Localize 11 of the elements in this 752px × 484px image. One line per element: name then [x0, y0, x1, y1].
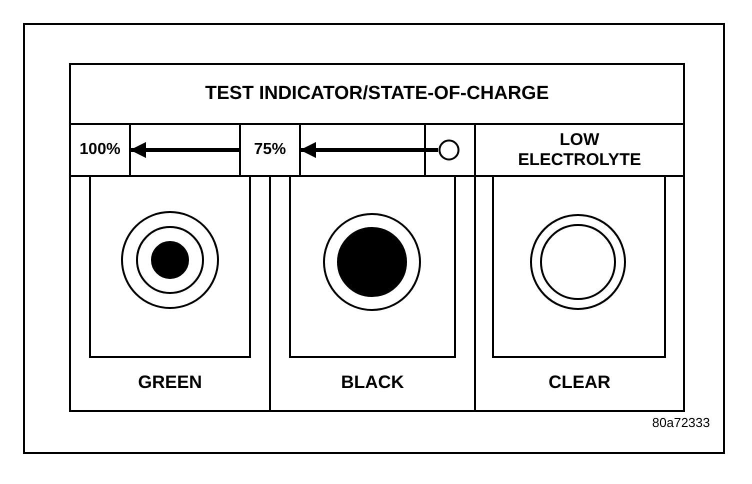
indicator-color-label: CLEAR [548, 372, 612, 393]
figure-number: 80a72333 [652, 415, 710, 430]
indicator-color-label: GREEN [136, 372, 203, 393]
arrow [300, 142, 438, 158]
table-heading: TEST INDICATOR/STATE-OF-CHARGE [70, 64, 684, 124]
charge-level: 75% [240, 124, 300, 176]
arrow [130, 142, 240, 158]
status-heading: LOW ELECTROLYTE [475, 124, 684, 176]
circle-symbol [438, 139, 460, 161]
charge-level: 100% [70, 124, 130, 176]
indicator-color-label: BLACK [340, 372, 405, 393]
